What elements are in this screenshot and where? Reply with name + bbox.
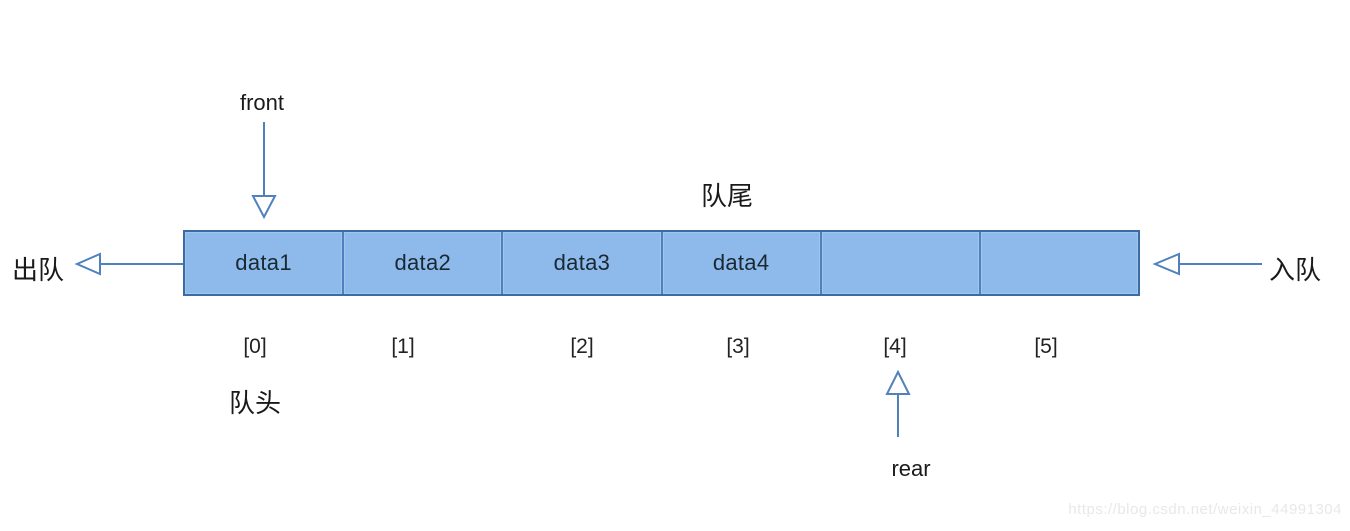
front-arrow bbox=[251, 122, 277, 220]
queue-tail-label: 队尾 bbox=[700, 182, 754, 211]
queue-cell-2: data3 bbox=[503, 232, 663, 294]
queue-cell-0: data1 bbox=[185, 232, 345, 294]
queue-cell-5 bbox=[981, 232, 1138, 294]
queue-head-label: 队头 bbox=[228, 389, 282, 418]
enqueue-label: 入队 bbox=[1268, 256, 1322, 285]
queue-cell-4 bbox=[822, 232, 981, 294]
watermark-url: https://blog.csdn.net/weixin_44991304 bbox=[1068, 501, 1342, 518]
index-label-3: [3] bbox=[726, 335, 750, 358]
dequeue-arrow bbox=[74, 252, 183, 276]
index-label-1: [1] bbox=[391, 335, 415, 358]
index-label-4: [4] bbox=[883, 335, 907, 358]
queue-cell-1: data2 bbox=[344, 232, 504, 294]
dequeue-label: 出队 bbox=[11, 256, 65, 285]
queue-cell-3: data4 bbox=[663, 232, 822, 294]
index-label-2: [2] bbox=[570, 335, 594, 358]
queue-array: data1 data2 data3 data4 bbox=[183, 230, 1140, 296]
index-label-5: [5] bbox=[1034, 335, 1058, 358]
enqueue-arrow bbox=[1152, 252, 1262, 276]
front-label: front bbox=[239, 90, 285, 115]
rear-arrow bbox=[885, 369, 911, 437]
index-label-0: [0] bbox=[243, 335, 267, 358]
rear-label: rear bbox=[891, 456, 931, 481]
